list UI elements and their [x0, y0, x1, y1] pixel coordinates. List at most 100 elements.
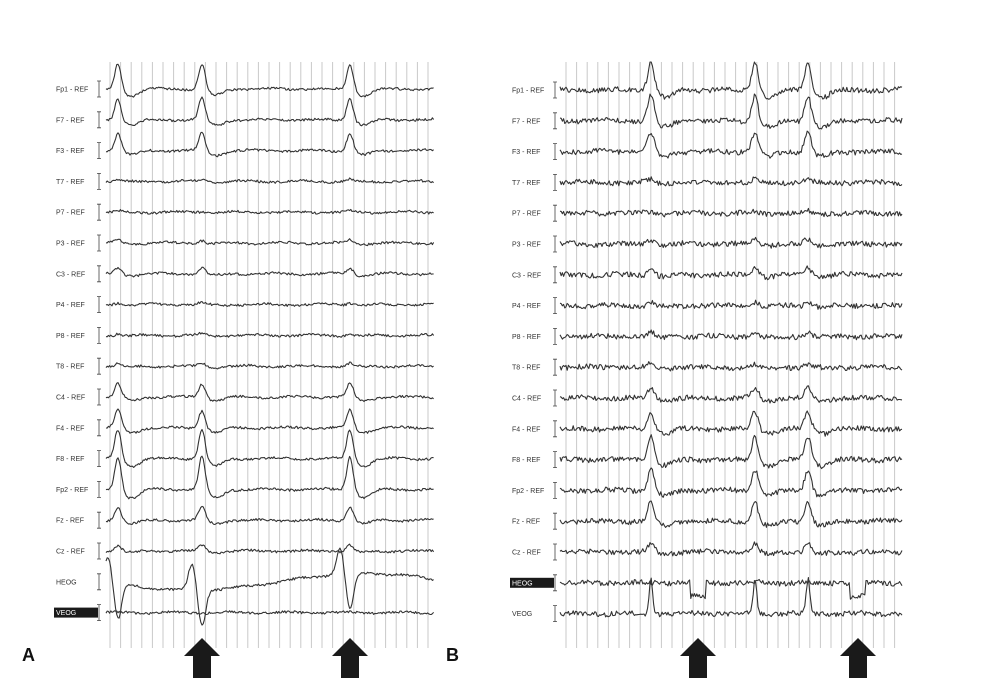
channel-row: Cz - REF [512, 541, 903, 561]
channel-row: T8 - REF [512, 358, 903, 376]
calibration-bar [553, 605, 557, 622]
channel-row: P3 - REF [512, 235, 903, 253]
channel-row: F7 - REF [512, 93, 903, 130]
calibration-bar [553, 451, 557, 468]
calibration-bar [553, 143, 557, 160]
calibration-bar [553, 328, 557, 345]
calibration-bar [97, 481, 101, 498]
channel-label: P4 - REF [56, 302, 85, 309]
channel-row: Fz - REF [512, 500, 903, 530]
eeg-trace [559, 541, 903, 557]
calibration-bar [97, 573, 101, 591]
calibration-bar [97, 265, 101, 283]
channel-label: F8 - REF [512, 457, 540, 464]
panel-letter-a: A [22, 645, 35, 665]
eeg-trace [559, 130, 903, 159]
calibration-bar [97, 296, 101, 313]
eeg-trace [559, 265, 903, 281]
channel-row: C4 - REF [512, 385, 903, 407]
channel-row: Fp1 - REF [512, 61, 903, 100]
calibration-bar [553, 574, 557, 592]
channel-label: F4 - REF [512, 426, 540, 433]
channel-row: HEOG [510, 574, 903, 600]
eeg-trace [105, 301, 434, 307]
channel-label: F8 - REF [56, 456, 84, 463]
channel-row: VEOG [512, 576, 903, 622]
channel-label: HEOG [56, 579, 77, 586]
calibration-bar [553, 204, 557, 222]
channel-row: P4 - REF [56, 296, 434, 313]
channel-row: F4 - REF [512, 410, 903, 438]
highlighted-channel-box [510, 577, 554, 588]
channel-label: F7 - REF [56, 117, 84, 124]
channel-label: P7 - REF [512, 211, 541, 218]
eeg-trace [105, 543, 435, 555]
up-arrow-icon [680, 638, 716, 678]
channel-row: P7 - REF [56, 203, 434, 221]
calibration-bar [97, 450, 101, 467]
calibration-bar [97, 388, 101, 406]
channel-label: Cz - REF [56, 549, 85, 556]
channel-row: Fp1 - REF [56, 63, 434, 98]
eeg-trace [559, 236, 903, 249]
eeg-trace [559, 93, 903, 130]
calibration-bar [97, 234, 101, 252]
eeg-trace [105, 547, 434, 626]
eeg-trace [105, 208, 434, 215]
eeg-trace [559, 299, 903, 310]
calibration-bar [97, 142, 101, 159]
channel-row: F7 - REF [56, 96, 435, 129]
up-arrow-icon [332, 638, 368, 678]
eeg-trace [105, 361, 434, 370]
channel-row: Cz - REF [56, 542, 435, 560]
channel-label: C4 - REF [56, 395, 85, 402]
eeg-trace [559, 576, 903, 618]
calibration-bar [97, 357, 101, 375]
channel-label: P3 - REF [512, 242, 541, 249]
channel-label: F7 - REF [512, 118, 540, 125]
channel-label: T7 - REF [56, 179, 84, 186]
channel-label: F4 - REF [56, 425, 84, 432]
calibration-bar [97, 203, 101, 221]
calibration-bar [553, 81, 557, 99]
channel-row: Fp2 - REF [56, 455, 434, 500]
calibration-bar [553, 512, 557, 530]
eeg-trace [105, 505, 434, 526]
panel-a: Fp1 - REF F7 - REF F3 - REF T7 - REF P7 - RE… [54, 62, 435, 678]
eeg-trace [559, 207, 903, 218]
channel-label: Fp2 - REF [512, 488, 544, 495]
channel-label: VEOG [512, 611, 532, 618]
channel-row: T7 - REF [56, 173, 434, 190]
eeg-trace [105, 96, 435, 127]
eeg-trace [559, 500, 903, 528]
eeg-trace [105, 131, 434, 158]
calibration-bar [553, 297, 557, 314]
channel-row: Fz - REF [56, 505, 434, 529]
channel-label: T8 - REF [512, 365, 540, 372]
channel-label: C3 - REF [56, 271, 85, 278]
channel-label: P3 - REF [56, 241, 85, 248]
channel-row: F8 - REF [56, 428, 434, 468]
eeg-trace [105, 610, 435, 616]
channel-row: F3 - REF [56, 131, 434, 159]
channel-row: C4 - REF [56, 382, 434, 406]
eeg-trace [105, 428, 434, 468]
calibration-bar [97, 511, 101, 529]
channel-label: P4 - REF [512, 303, 541, 310]
channel-row: Fp2 - REF [512, 467, 903, 499]
channel-label: P8 - REF [512, 334, 541, 341]
calibration-bar [97, 111, 101, 129]
calibration-bar [97, 327, 101, 344]
calibration-bar [553, 389, 557, 407]
calibration-bar [553, 174, 557, 191]
calibration-bar [97, 604, 101, 621]
eeg-trace [105, 408, 434, 434]
channel-label: C4 - REF [512, 396, 541, 403]
up-arrow-icon [184, 638, 220, 678]
channel-label: Fz - REF [56, 518, 84, 525]
calibration-bar [553, 112, 557, 130]
grid-lines [565, 62, 896, 648]
channel-row: P8 - REF [56, 327, 435, 344]
channel-row: P7 - REF [512, 204, 903, 222]
